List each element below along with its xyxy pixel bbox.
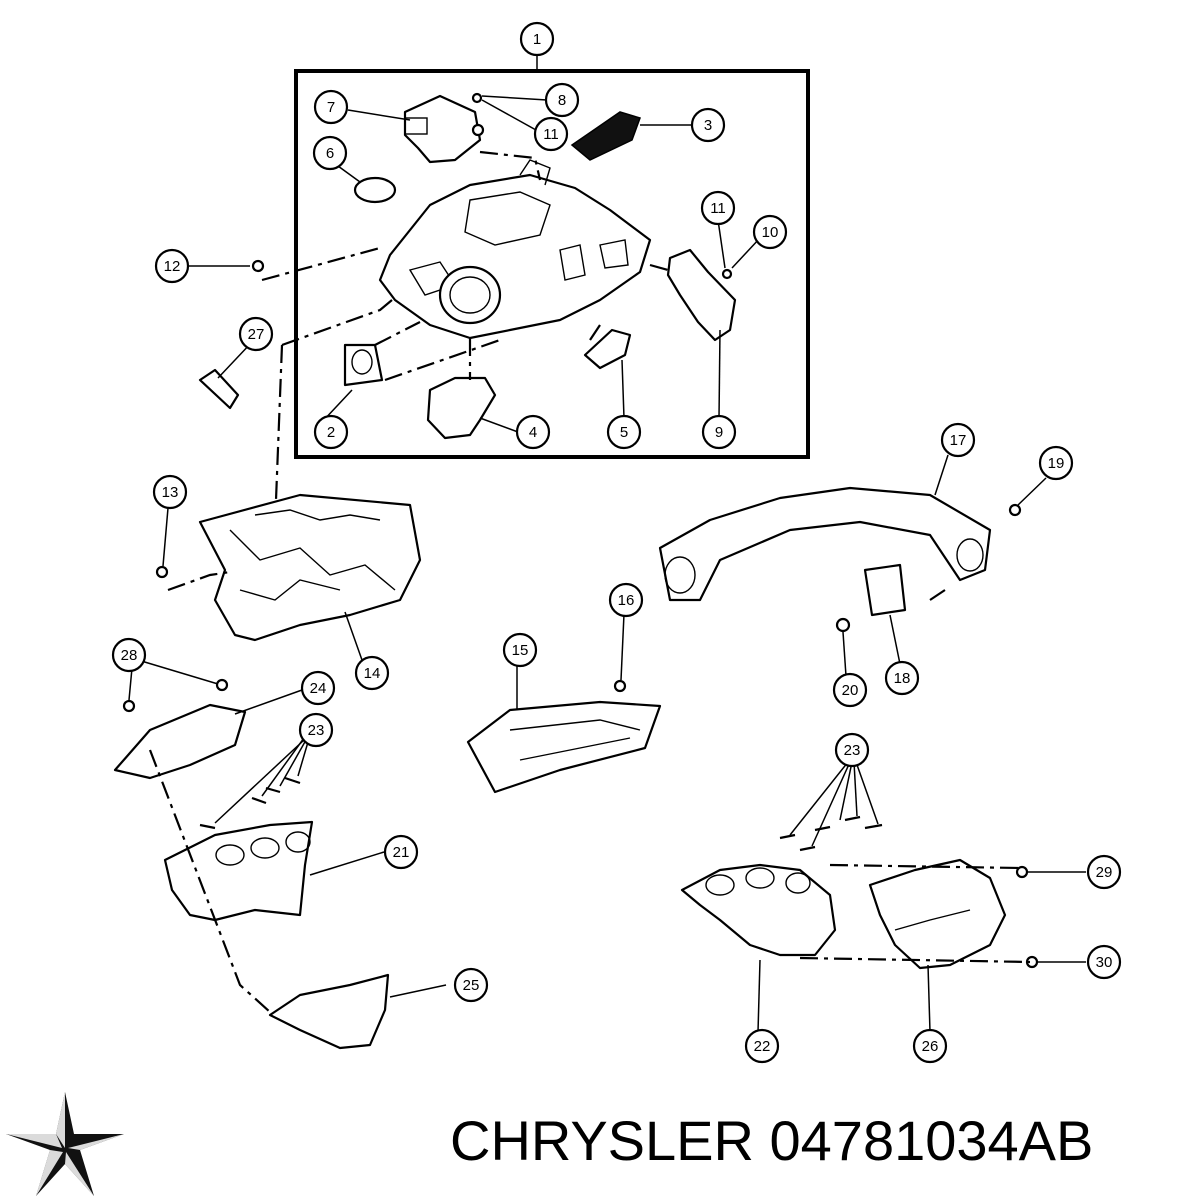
callout-15: 15 [502, 632, 538, 668]
callout-10: 10 [752, 214, 788, 250]
svg-text:5: 5 [620, 424, 628, 441]
callout-6: 6 [312, 135, 348, 171]
callout-25: 25 [453, 967, 489, 1003]
svg-text:23: 23 [308, 722, 325, 739]
callout-14: 14 [354, 655, 390, 691]
studs-23-left [199, 776, 301, 830]
map-sensor [403, 94, 485, 164]
svg-text:17: 17 [950, 432, 967, 449]
crossover-gasket [863, 563, 907, 617]
svg-text:29: 29 [1096, 864, 1113, 881]
upper-intake-plenum [378, 159, 652, 340]
svg-text:25: 25 [463, 977, 480, 994]
plug-cap [353, 176, 397, 204]
crossover-pipe [658, 486, 992, 602]
svg-text:27: 27 [248, 326, 265, 343]
heat-shield-25 [268, 973, 390, 1050]
heat-shield-26 [868, 858, 1007, 970]
svg-text:11: 11 [710, 200, 726, 217]
hose-fitting [198, 368, 240, 410]
svg-text:23: 23 [844, 742, 861, 759]
callout-17: 17 [940, 422, 976, 458]
callout-1: 1 [519, 21, 555, 57]
callout-28: 28 [111, 637, 147, 673]
svg-text:4: 4 [529, 424, 537, 441]
callout-9: 9 [701, 414, 737, 450]
emblem-badge [570, 111, 641, 161]
pentastar-logo-icon [2, 1088, 128, 1200]
callout-26: 26 [912, 1028, 948, 1064]
callout-12: 12 [154, 248, 190, 284]
callout-21: 21 [383, 834, 419, 870]
svg-text:28: 28 [121, 647, 138, 664]
callout-29: 29 [1086, 854, 1122, 890]
callout-22: 22 [744, 1028, 780, 1064]
callout-19: 19 [1038, 445, 1074, 481]
leader-lines [128, 95, 1086, 1033]
callout-13: 13 [152, 474, 188, 510]
svg-text:3: 3 [704, 117, 712, 134]
svg-text:18: 18 [894, 670, 911, 687]
part-number-caption: CHRYSLER 04781034AB [450, 1109, 1094, 1172]
svg-text:9: 9 [715, 424, 723, 441]
svg-text:6: 6 [326, 145, 334, 162]
svg-text:19: 19 [1048, 455, 1065, 472]
callout-11-right: 11 [700, 190, 736, 226]
callout-5: 5 [606, 414, 642, 450]
throttle-body-gasket [343, 343, 384, 387]
callout-2: 2 [313, 414, 349, 450]
svg-text:30: 30 [1096, 954, 1113, 971]
callout-27: 27 [238, 316, 274, 352]
svg-text:24: 24 [310, 680, 327, 697]
callout-7: 7 [313, 89, 349, 125]
exhaust-manifold-21 [163, 820, 314, 922]
svg-text:13: 13 [162, 484, 179, 501]
svg-text:22: 22 [754, 1038, 771, 1055]
callout-11-top: 11 [533, 116, 569, 152]
svg-text:15: 15 [512, 642, 529, 659]
assembly-frame [294, 69, 810, 459]
svg-text:12: 12 [164, 258, 181, 275]
callout-16: 16 [608, 582, 644, 618]
callout-30: 30 [1086, 944, 1122, 980]
plenum-gasket-5 [583, 328, 632, 370]
callout-8: 8 [544, 82, 580, 118]
svg-text:11: 11 [543, 126, 559, 143]
heat-shield-15 [466, 700, 662, 794]
exhaust-manifold-22 [680, 863, 837, 957]
svg-text:21: 21 [393, 844, 410, 861]
heat-shield-24 [113, 703, 247, 780]
studs-23-right [779, 815, 883, 852]
callout-20: 20 [832, 672, 868, 708]
svg-text:26: 26 [922, 1038, 939, 1055]
lower-intake-manifold [198, 493, 422, 642]
support-bracket [666, 248, 737, 342]
svg-text:1: 1 [533, 31, 541, 48]
svg-text:20: 20 [842, 682, 859, 699]
callout-group: 1 2 3 4 5 6 7 8 9 10 11 11 12 13 14 15 1… [111, 21, 1122, 1064]
svg-text:10: 10 [762, 224, 779, 241]
svg-text:14: 14 [364, 665, 381, 682]
svg-text:8: 8 [558, 92, 566, 109]
svg-text:7: 7 [327, 99, 335, 116]
svg-text:2: 2 [327, 424, 335, 441]
svg-text:16: 16 [618, 592, 635, 609]
callout-3: 3 [690, 107, 726, 143]
callout-24: 24 [300, 670, 336, 706]
callout-18: 18 [884, 660, 920, 696]
callout-4: 4 [515, 414, 551, 450]
callout-23-right: 23 [834, 732, 870, 768]
callout-23-left: 23 [298, 712, 334, 748]
plenum-gasket-4 [426, 376, 497, 440]
parts-diagram: 1 2 3 4 5 6 7 8 9 10 11 11 12 13 14 15 1… [111, 21, 1122, 1064]
